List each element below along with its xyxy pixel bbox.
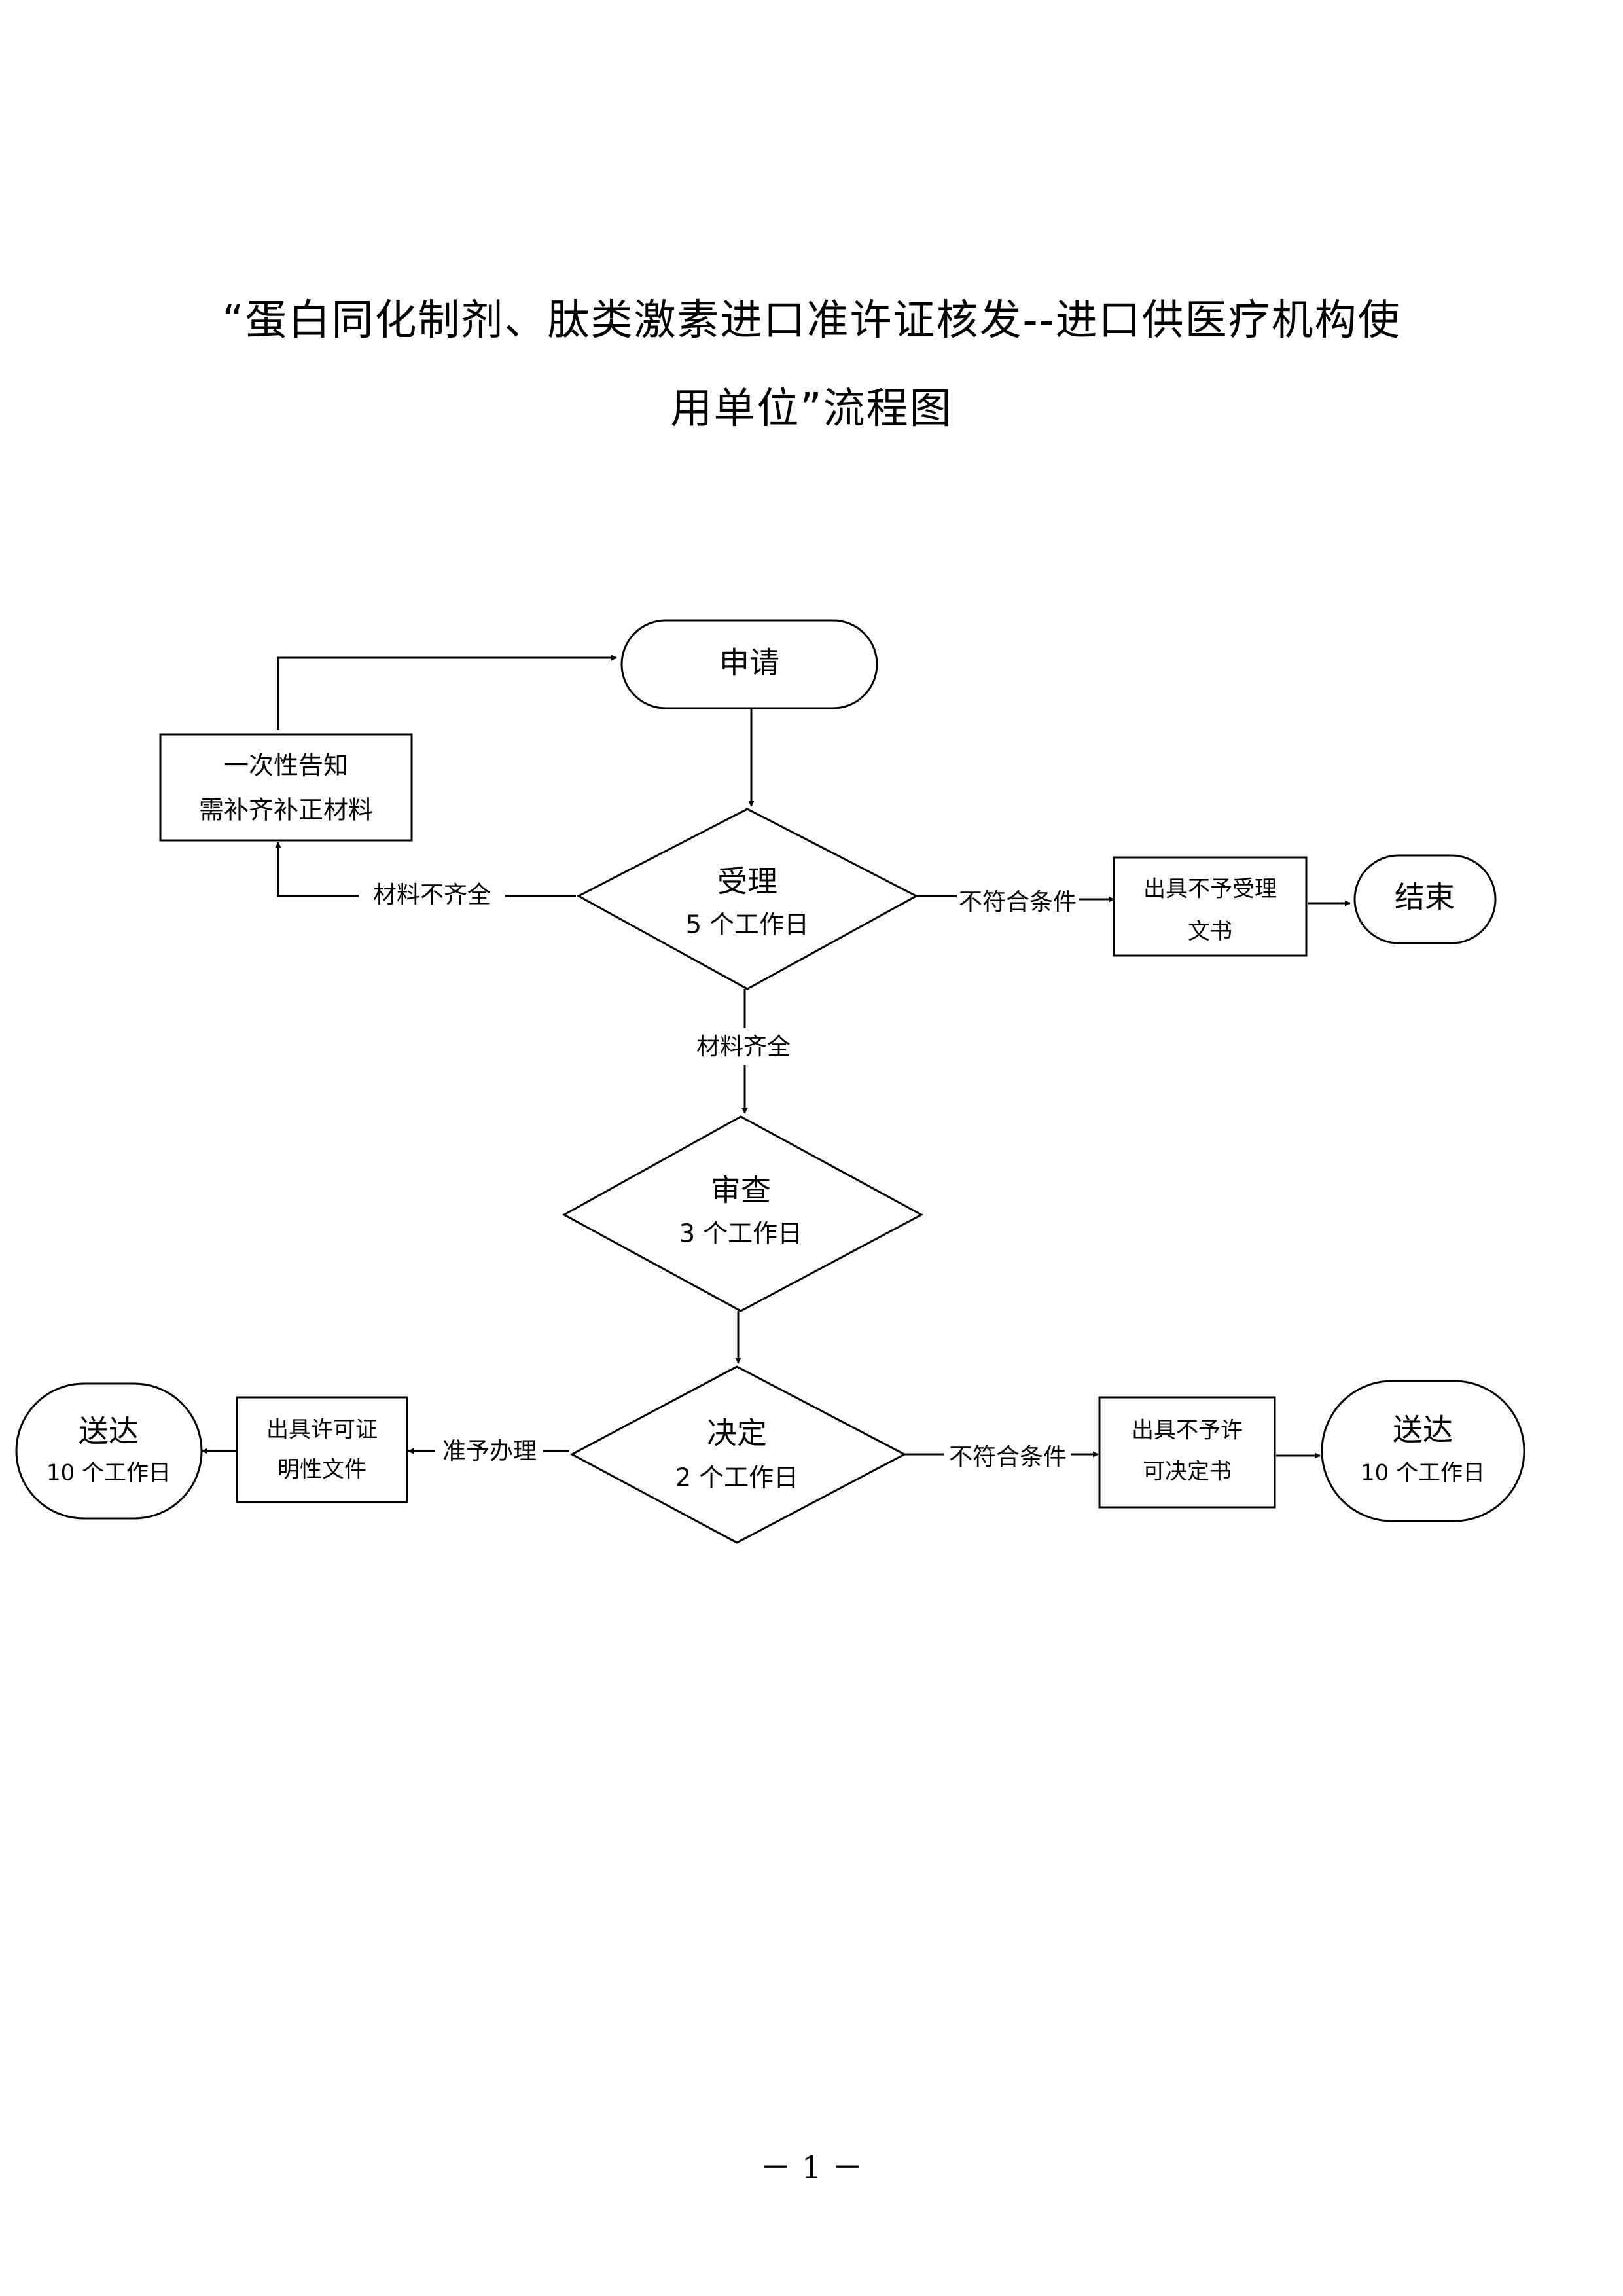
reject-notice-box: [1113, 856, 1308, 957]
deliver-right-label: 送达: [1393, 1412, 1453, 1448]
permit-doc-line-2: 明性文件: [277, 1457, 366, 1483]
edge-label-incomplete: 材料不齐全: [373, 882, 491, 908]
accept-duration: 5 个工作日: [686, 910, 809, 939]
accept-diamond: [576, 808, 919, 990]
deny-doc-line-2: 可决定书: [1143, 1459, 1232, 1485]
review-label: 审查: [711, 1173, 771, 1208]
notify-box: [159, 733, 413, 842]
end-label: 结束: [1395, 880, 1455, 915]
deliver-right-terminator: [1321, 1380, 1525, 1522]
page-title-line-1: “蛋白同化制剂、肽类激素进口准许证核发--进口供医疗机构使: [222, 296, 1401, 345]
page-title-line-2: 用单位”流程图: [670, 385, 953, 433]
notify-line-1: 一次性告知: [224, 751, 348, 780]
decide-label: 决定: [707, 1416, 767, 1451]
apply-terminator: [620, 619, 878, 709]
edge-label-complete: 材料齐全: [696, 1033, 791, 1060]
review-diamond: [562, 1115, 924, 1312]
deliver-left-terminator: [15, 1382, 203, 1520]
end-terminator: [1353, 854, 1497, 944]
deliver-right-duration: 10 个工作日: [1361, 1460, 1485, 1486]
decide-duration: 2 个工作日: [675, 1463, 798, 1492]
edge-label-decide-noncompliant: 不符合条件: [949, 1444, 1067, 1471]
deny-doc-line-1: 出具不予许: [1132, 1418, 1243, 1444]
permit-doc-line-1: 出具许可证: [266, 1417, 378, 1443]
page-number: － 1 －: [760, 2149, 863, 2186]
notify-line-2: 需补齐补正材料: [199, 796, 373, 825]
permit-doc-box: [236, 1396, 408, 1503]
deliver-left-label: 送达: [79, 1414, 139, 1449]
connector-accept-incomplete-b: [275, 842, 359, 897]
decide-diamond: [569, 1365, 907, 1544]
deny-doc-box: [1098, 1396, 1276, 1509]
edge-label-approve: 准予办理: [442, 1438, 537, 1465]
reject-notice-line-2: 文书: [1188, 919, 1232, 945]
connector-notify-to-apply: [277, 655, 617, 730]
apply-label: 申请: [719, 645, 779, 681]
accept-label: 受理: [717, 864, 777, 899]
review-duration: 3 个工作日: [679, 1219, 802, 1248]
edge-label-accept-noncompliant: 不符合条件: [959, 889, 1077, 916]
deliver-left-duration: 10 个工作日: [46, 1460, 171, 1486]
reject-notice-line-1: 出具不予受理: [1143, 876, 1277, 903]
